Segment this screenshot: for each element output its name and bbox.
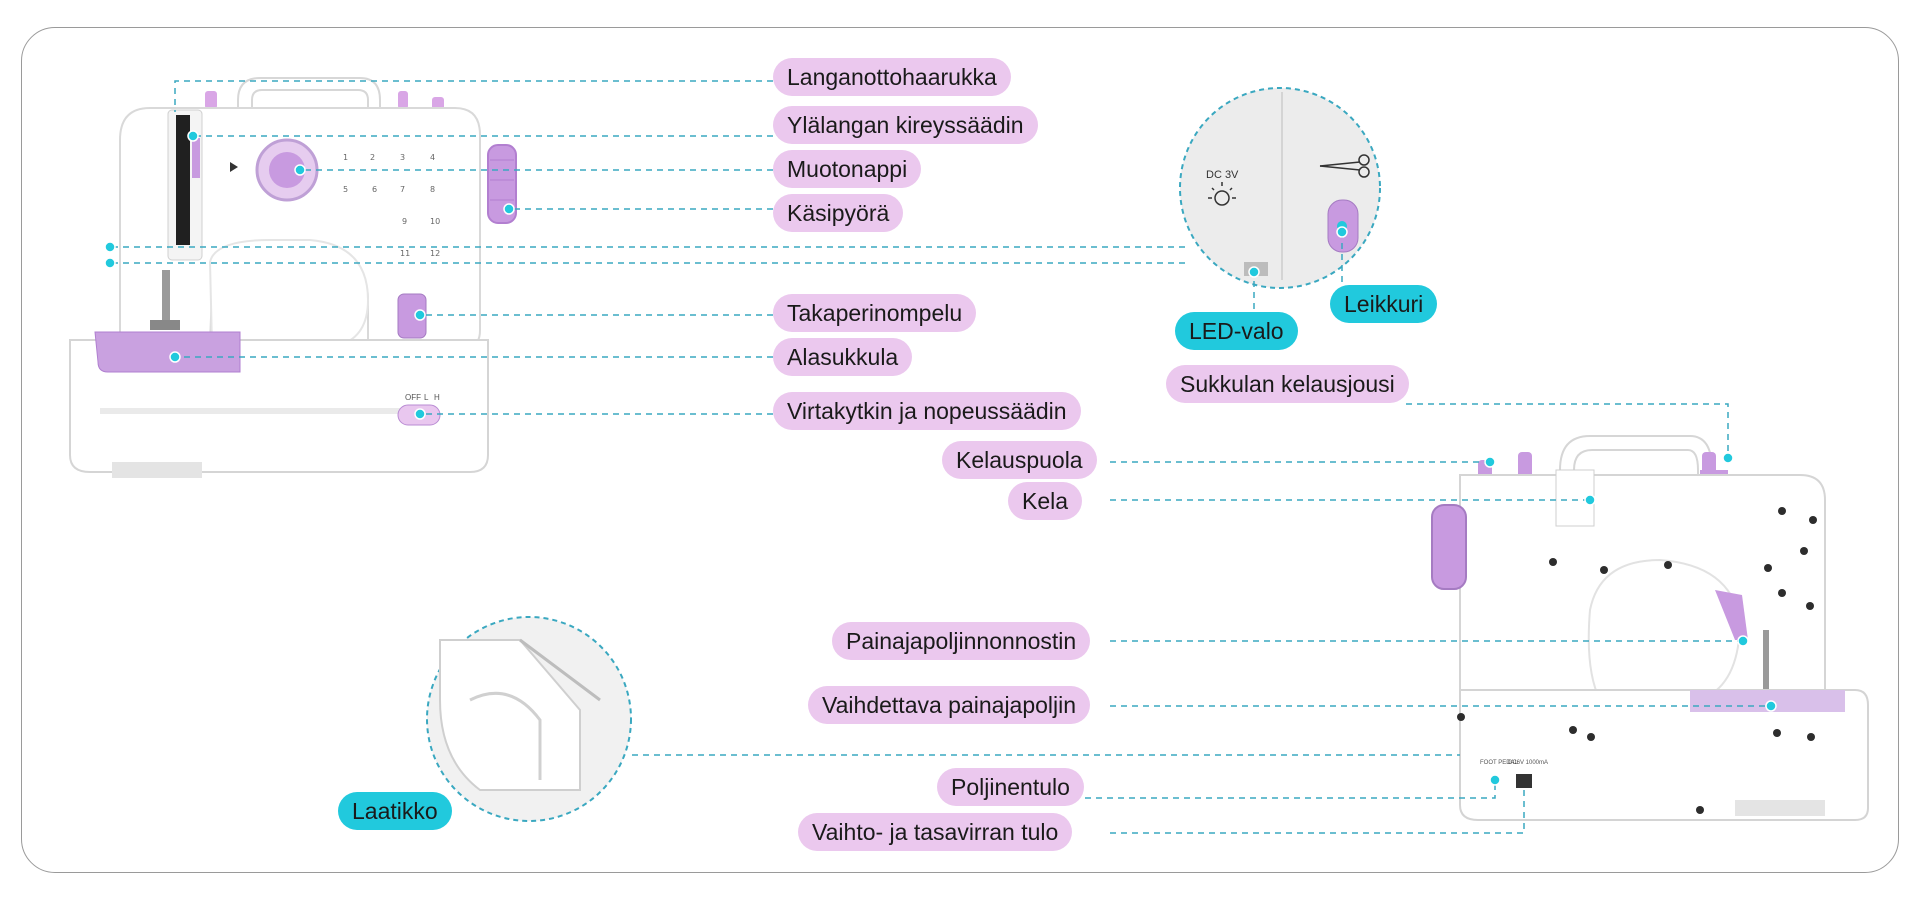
svg-text:4: 4 (430, 153, 435, 162)
svg-text:7: 7 (400, 185, 405, 194)
svg-text:6: 6 (372, 185, 377, 194)
svg-text:11: 11 (400, 249, 410, 258)
switch-high-label: H (434, 393, 440, 402)
label-winder-spring: Sukkulan kelausjousi (1166, 365, 1409, 403)
label-thread-take-up: Langanottohaarukka (773, 58, 1011, 96)
label-presser-lifter: Painajapoljinnonnostin (832, 622, 1091, 660)
svg-text:3: 3 (400, 153, 405, 162)
svg-text:9: 9 (402, 217, 407, 226)
svg-text:5: 5 (343, 185, 348, 194)
label-handwheel: Käsipyörä (773, 194, 904, 232)
label-tension-dial: Ylälangan kireyssäädin (773, 106, 1038, 144)
svg-text:12: 12 (430, 249, 440, 258)
drawer-inset (426, 616, 632, 822)
back-sewing-machine: FOOT PEDAL DC6V 1000mA (1431, 435, 1869, 821)
label-bobbin-winder: Kela (1008, 482, 1083, 520)
svg-text:10: 10 (430, 217, 440, 226)
foot-pedal-label: FOOT PEDAL (1480, 760, 1519, 766)
led-cutter-inset: DC 3V (1179, 87, 1381, 289)
label-pedal-input: Poljinentulo (937, 768, 1084, 806)
label-power-speed: Virtakytkin ja nopeussäädin (773, 392, 1081, 430)
switch-off-label: OFF (405, 393, 421, 402)
svg-text:2: 2 (370, 153, 375, 162)
scissors-icon (1319, 154, 1370, 178)
leader-endpoints (104, 130, 1777, 786)
label-pattern-knob: Muotonappi (773, 150, 922, 188)
label-bobbin: Alasukkula (773, 338, 913, 376)
label-power-input: Vaihto- ja tasavirran tulo (798, 813, 1073, 851)
label-led: LED-valo (1175, 312, 1298, 350)
label-presser-foot: Vaihdettava painajapoljin (808, 686, 1091, 724)
svg-text:8: 8 (430, 185, 435, 194)
label-spool-pin: Kelauspuola (942, 441, 1097, 479)
bulb-icon (1208, 182, 1236, 206)
svg-text:1: 1 (343, 153, 348, 162)
dc-label: DC 3V (1206, 169, 1239, 181)
label-cutter: Leikkuri (1330, 285, 1438, 323)
switch-low-label: L (424, 393, 429, 402)
label-reverse: Takaperinompelu (773, 294, 977, 332)
leader-lines (110, 80, 1771, 834)
label-drawer: Laatikko (338, 792, 452, 830)
dc-in-label: DC6V 1000mA (1508, 760, 1548, 766)
